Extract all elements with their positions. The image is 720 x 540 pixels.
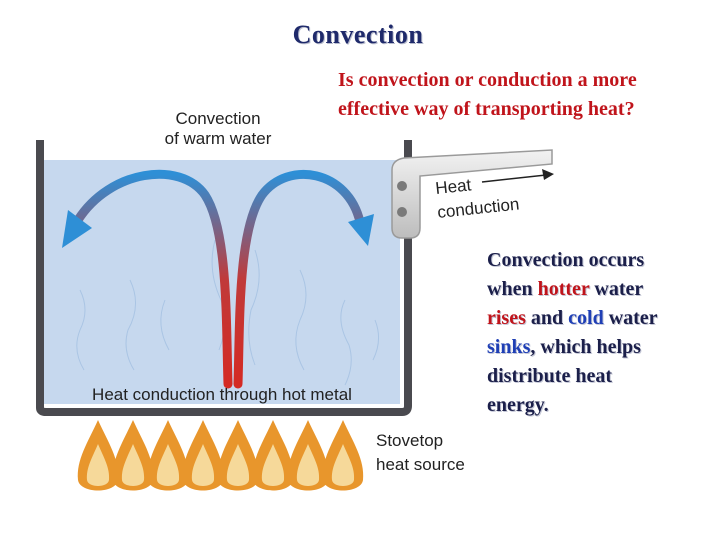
question-line-2: effective way of transporting heat? — [338, 98, 635, 120]
explain-part: water — [589, 278, 644, 300]
explain-hot-word: hotter — [537, 278, 590, 300]
explain-part: water — [603, 307, 658, 329]
conduction-arrowhead — [542, 169, 554, 180]
explain-part: Convection occurs — [487, 249, 645, 271]
label-heat: Heat — [434, 175, 472, 198]
explain-part: distribute heat — [487, 365, 612, 387]
flame — [182, 420, 224, 491]
flame — [217, 420, 259, 491]
explain-part: , which helps — [530, 336, 641, 358]
pot — [36, 140, 412, 416]
label-conduction: conduction — [436, 194, 520, 221]
label-convection: Convection — [175, 109, 260, 128]
convection-arrow-left — [73, 169, 233, 389]
conduction-arrow — [481, 174, 547, 183]
explain-hot-word: rises — [487, 307, 526, 329]
convection-arrow-right — [233, 169, 365, 389]
flame — [252, 420, 294, 491]
explain-cold-word: sinks — [487, 336, 531, 358]
explain-part: and — [525, 307, 569, 329]
explanation-text: Convection occurs when hotter water rise… — [487, 246, 712, 420]
flame — [77, 420, 119, 491]
stovetop-flames — [77, 420, 364, 491]
flame — [322, 420, 364, 491]
pot-handle — [391, 149, 553, 239]
label-warm-water: of warm water — [165, 129, 272, 148]
flame — [112, 420, 154, 491]
convection-arrowhead-right — [348, 214, 374, 246]
label-stovetop: Stovetop — [376, 431, 443, 450]
slide-title: Convection — [292, 20, 424, 49]
question-text: Is convection or conduction a more effec… — [338, 66, 718, 124]
question-line-1: Is convection or conduction a more — [338, 69, 637, 91]
convection-arrowhead-left — [62, 210, 92, 248]
explain-part: when — [487, 278, 538, 300]
label-heat-source: heat source — [376, 455, 465, 474]
explain-cold-word: cold — [568, 307, 604, 329]
flame — [147, 420, 189, 491]
explain-part: energy. — [487, 394, 549, 416]
flame — [287, 420, 329, 491]
label-hot-metal: Heat conduction through hot metal — [92, 385, 352, 404]
convection-diagram: Convection of warm water Heat conduction… — [36, 109, 554, 491]
